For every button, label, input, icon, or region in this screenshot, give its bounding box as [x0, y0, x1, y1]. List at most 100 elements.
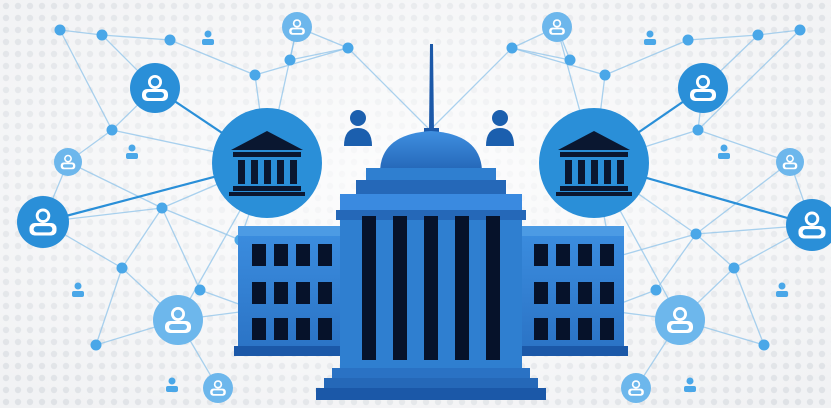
- network-line: [733, 267, 765, 346]
- user-icon: [655, 295, 705, 345]
- junction-dot: [650, 284, 662, 296]
- column: [486, 216, 500, 360]
- junction-dot: [599, 69, 611, 81]
- window: [274, 282, 288, 304]
- network-line: [169, 39, 256, 76]
- junction-dot: [728, 262, 740, 274]
- network-line: [121, 207, 163, 269]
- junction-dot: [156, 202, 168, 214]
- user-icon: [153, 295, 203, 345]
- person-icon: [344, 110, 372, 146]
- junction-dot: [106, 124, 118, 136]
- person-icon: [126, 144, 138, 159]
- window: [600, 282, 614, 304]
- window: [556, 318, 570, 340]
- window: [556, 244, 570, 266]
- window: [252, 244, 266, 266]
- user-icon: [130, 63, 180, 113]
- junction-dot: [752, 29, 764, 41]
- bank-building-icon: [229, 131, 305, 196]
- person-icon: [166, 377, 178, 392]
- junction-dot: [690, 228, 702, 240]
- column: [424, 216, 438, 360]
- column: [393, 216, 407, 360]
- junction-dot: [90, 339, 102, 351]
- right-hub: [539, 108, 649, 218]
- network-line: [347, 47, 431, 131]
- user-icon: [786, 199, 831, 251]
- user-icon: [678, 63, 728, 113]
- user-icon: [621, 373, 651, 403]
- user-icon: [54, 148, 82, 176]
- network-line: [687, 34, 759, 41]
- network-line: [695, 161, 791, 235]
- window: [318, 282, 332, 304]
- window: [296, 318, 310, 340]
- network-line: [695, 233, 735, 269]
- window: [252, 318, 266, 340]
- network-line: [429, 47, 513, 131]
- junction-dot: [692, 124, 704, 136]
- capitol-dome: [380, 131, 482, 170]
- network-line: [697, 129, 791, 163]
- window: [578, 282, 592, 304]
- network-line: [757, 29, 801, 36]
- network-line: [289, 47, 349, 61]
- junction-dot: [564, 54, 576, 66]
- window: [556, 282, 570, 304]
- network-user-nodes: [17, 12, 831, 403]
- window: [274, 244, 288, 266]
- window: [318, 244, 332, 266]
- network-line: [59, 29, 113, 131]
- person-icon: [776, 282, 788, 297]
- window: [296, 244, 310, 266]
- junction-dot: [194, 284, 206, 296]
- window: [534, 282, 548, 304]
- right-wing-windows: [534, 244, 614, 340]
- network-line: [161, 207, 241, 241]
- junction-dot: [96, 29, 108, 41]
- column: [362, 216, 376, 360]
- junction-dot: [342, 42, 354, 54]
- junction-dot: [249, 69, 261, 81]
- user-icon: [282, 12, 312, 42]
- person-icon: [718, 144, 730, 159]
- network-line: [611, 233, 697, 259]
- steps: [332, 368, 530, 378]
- person-icon: [72, 282, 84, 297]
- user-icon: [17, 196, 69, 248]
- network-line: [161, 207, 201, 291]
- left-hub: [212, 108, 322, 218]
- window: [296, 282, 310, 304]
- window: [534, 318, 548, 340]
- window: [534, 244, 548, 266]
- window: [318, 318, 332, 340]
- window: [600, 318, 614, 340]
- person-icon: [684, 377, 696, 392]
- junction-dot: [758, 339, 770, 351]
- user-icon: [203, 373, 233, 403]
- person-icon: [486, 110, 514, 146]
- bank-building-icon: [556, 131, 632, 196]
- central-columns: [362, 216, 500, 360]
- junction-dot: [116, 262, 128, 274]
- capitol-building: [234, 44, 628, 400]
- network-line: [655, 233, 697, 291]
- junction-dot: [54, 24, 66, 36]
- network-line: [254, 47, 349, 76]
- junction-dot: [794, 24, 806, 36]
- junction-dot: [284, 54, 296, 66]
- user-icon: [542, 12, 572, 42]
- network-line: [604, 39, 689, 76]
- person-icon: [644, 30, 656, 45]
- person-icon: [202, 30, 214, 45]
- network-line: [67, 161, 163, 209]
- junction-dot: [682, 34, 694, 46]
- junction-dot: [164, 34, 176, 46]
- network-line: [95, 267, 123, 346]
- capitol-spire: [429, 44, 434, 132]
- left-wing-windows: [252, 244, 332, 340]
- window: [578, 244, 592, 266]
